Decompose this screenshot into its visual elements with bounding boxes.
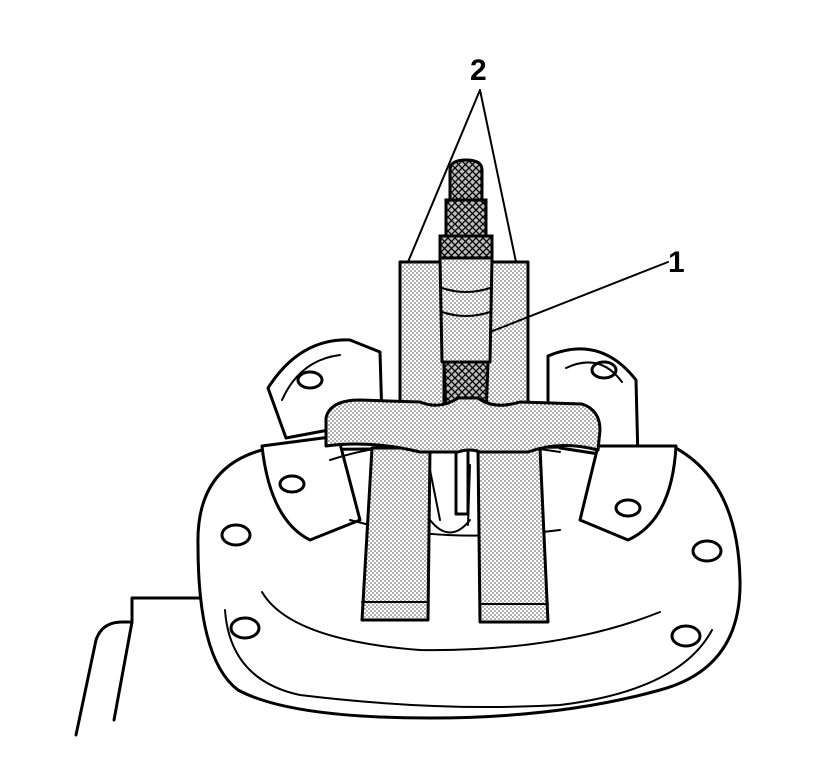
puller-jaw-right xyxy=(476,446,550,624)
bolt-hole xyxy=(670,624,702,648)
leader-line-2b xyxy=(479,89,517,263)
bolt-hole xyxy=(229,616,261,640)
bolt-hole xyxy=(691,539,723,563)
callout-2-label: 2 xyxy=(470,54,487,87)
flange-bolt-holes xyxy=(220,523,723,648)
leader-lines xyxy=(407,89,669,333)
leader-line-1 xyxy=(489,261,669,333)
differential-case xyxy=(260,338,678,542)
puller-jaw-left xyxy=(360,446,432,622)
puller-leg-left xyxy=(398,260,446,412)
callout-1-label: 1 xyxy=(668,246,685,279)
puller-crossbar xyxy=(324,396,602,454)
axle-housing xyxy=(74,596,207,737)
leader-line-2a xyxy=(407,89,481,263)
bolt-hole xyxy=(220,523,252,547)
